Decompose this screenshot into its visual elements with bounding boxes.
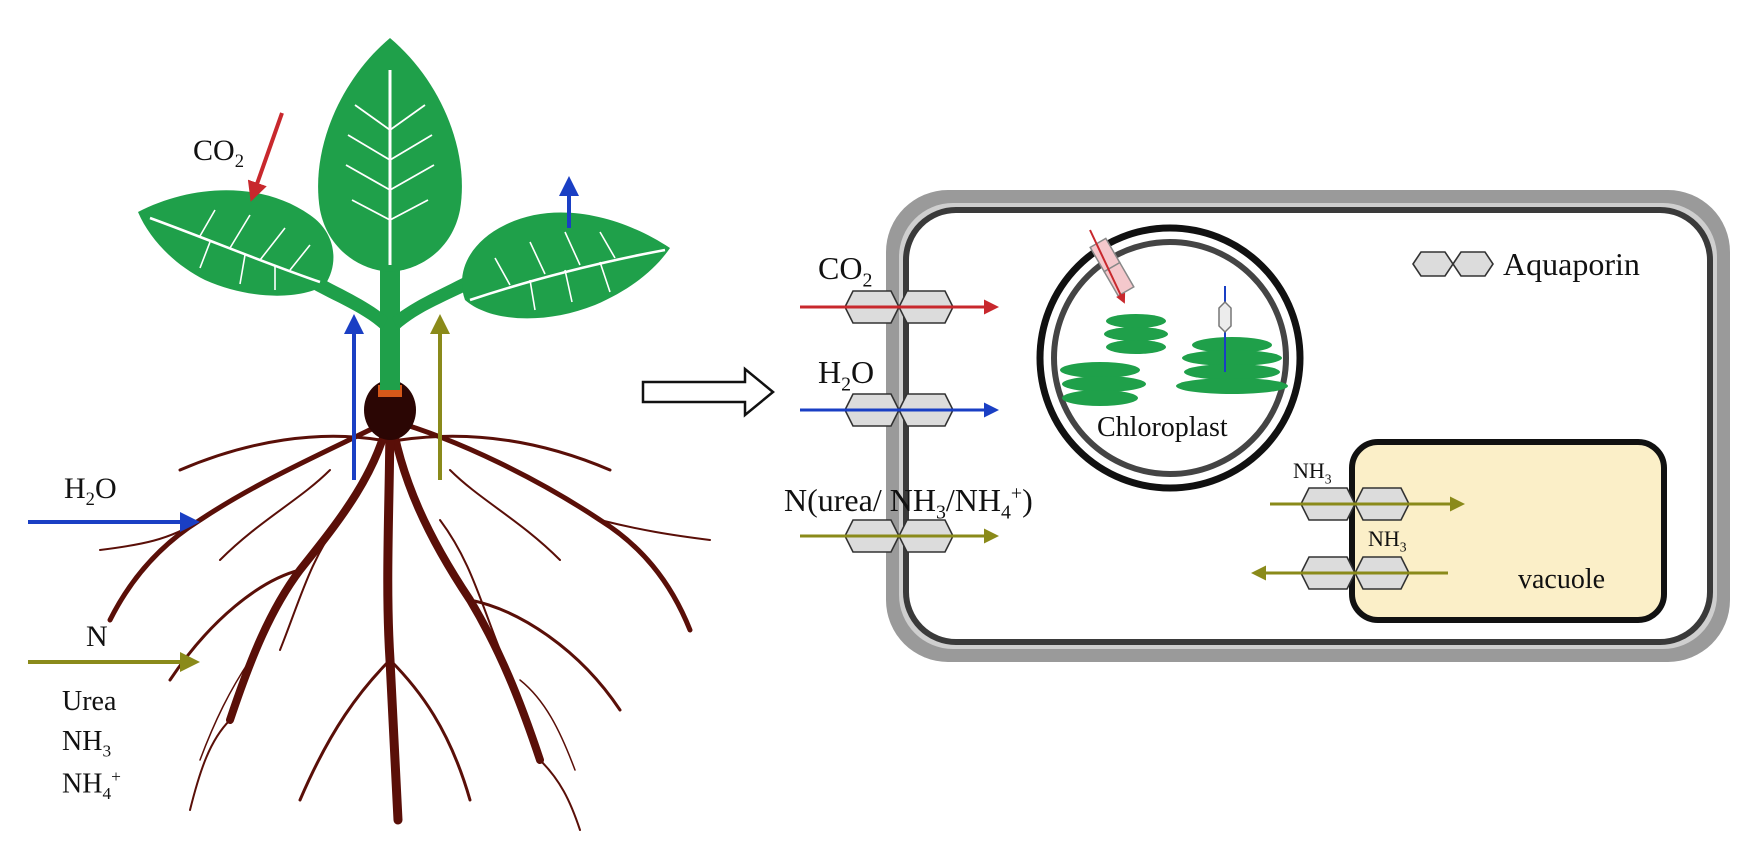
n-form-2-base: NH bbox=[62, 768, 103, 800]
cell-n-post: ) bbox=[1022, 482, 1033, 518]
cell-n-sup: + bbox=[1010, 482, 1023, 505]
co2-uptake-arrow bbox=[247, 112, 284, 202]
center-leaf bbox=[318, 38, 462, 272]
legend-aquaporin-icon bbox=[1412, 251, 1494, 277]
plant-n-form-nh3: NH3 bbox=[62, 728, 111, 760]
cell-illustration bbox=[886, 190, 1730, 662]
cell-h2o-sub: 2 bbox=[841, 373, 852, 396]
cell-nitrogen-label: N(urea/ NH3/NH4+) bbox=[784, 482, 1033, 524]
nh3-in-base: NH bbox=[1293, 458, 1325, 483]
aquaporin-legend-label: Aquaporin bbox=[1503, 246, 1640, 282]
cell-co2-base: CO bbox=[818, 250, 863, 286]
nh3-out-base: NH bbox=[1368, 526, 1400, 551]
plant-co2-label: CO2 bbox=[193, 136, 244, 172]
vacuole-nh3-out-label: NH3 bbox=[1368, 528, 1407, 554]
n-form-2-sub: 4 bbox=[102, 783, 112, 803]
cell-h2o-pre: H bbox=[818, 354, 842, 390]
cell-h2o-label: H2O bbox=[818, 356, 874, 395]
root-system bbox=[99, 405, 711, 831]
chloroplast-co2-arrow bbox=[1089, 229, 1126, 304]
n-form-0-base: Urea bbox=[62, 686, 117, 717]
legend-aquaporin-icon-subunit-1 bbox=[1412, 251, 1454, 277]
plant-h2o-sub: 2 bbox=[85, 489, 95, 510]
right-petiole bbox=[392, 273, 478, 330]
cell-co2-label: CO2 bbox=[818, 252, 872, 291]
thylakoid-aquaporin bbox=[1218, 300, 1232, 334]
cell-co2-sub: 2 bbox=[862, 269, 873, 292]
plant-co2-sub: 2 bbox=[234, 151, 244, 172]
plant-illustration bbox=[28, 38, 711, 831]
plant-h2o-pre: H bbox=[64, 472, 86, 505]
cell-h2o-post: O bbox=[851, 354, 875, 390]
legend-aquaporin-icon-subunit-2 bbox=[1452, 251, 1494, 277]
vacuole-label: vacuole bbox=[1518, 564, 1606, 595]
n-form-1-sub: 3 bbox=[102, 741, 112, 761]
plant-n-form-nh4: NH4+ bbox=[62, 768, 121, 802]
cell-n-sub1: 3 bbox=[935, 501, 946, 524]
transition-arrow bbox=[641, 366, 775, 418]
thylakoid-stacks bbox=[1060, 314, 1288, 406]
n-form-2-sup: + bbox=[111, 767, 121, 786]
cell-n-pre: N(urea/ NH bbox=[784, 482, 936, 518]
vacuole-nh3-in-label: NH3 bbox=[1293, 460, 1332, 486]
left-leaf bbox=[138, 190, 334, 296]
cell-n-mid: /NH bbox=[945, 482, 1001, 518]
plant-n-form-urea: Urea bbox=[62, 688, 116, 716]
nh3-in-sub: 3 bbox=[1324, 471, 1332, 487]
plant-h2o-post: O bbox=[94, 472, 117, 505]
n-form-1-base: NH bbox=[62, 726, 103, 757]
chloroplast bbox=[1036, 224, 1304, 492]
nh3-out-sub: 3 bbox=[1399, 539, 1407, 555]
plant-co2-base: CO bbox=[193, 134, 235, 167]
cell-n-sub2: 4 bbox=[1000, 501, 1011, 524]
stem bbox=[380, 260, 400, 390]
chloroplast-label: Chloroplast bbox=[1097, 412, 1228, 443]
plant-h2o-label: H2O bbox=[64, 474, 117, 510]
right-leaf bbox=[461, 212, 670, 319]
root-crown bbox=[364, 380, 416, 440]
vacuole bbox=[1349, 439, 1667, 623]
plant-n-label: N bbox=[86, 620, 108, 653]
transport-arrows bbox=[800, 299, 1465, 581]
